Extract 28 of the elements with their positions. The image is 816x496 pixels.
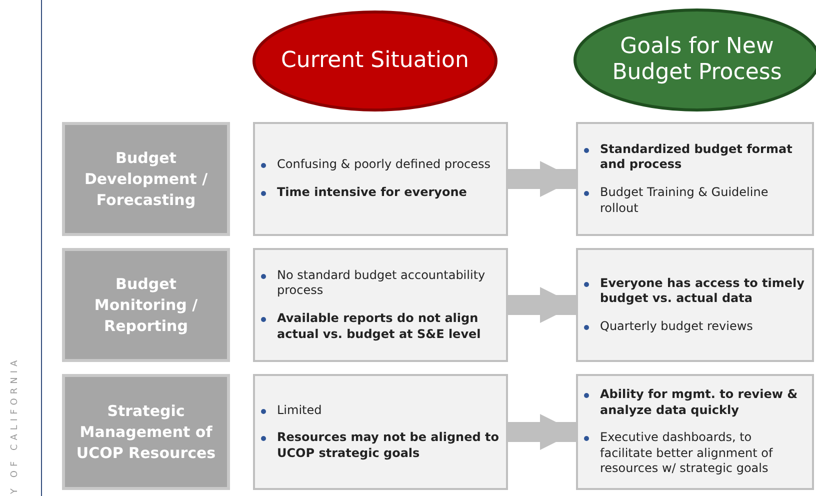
bullet-text: Confusing & poorly defined process [277, 157, 500, 173]
bullet-text: Time intensive for everyone [277, 185, 500, 201]
side-label: Y OF CALIFORNIA [10, 356, 20, 494]
row-header: Budget Monitoring / Reporting [62, 248, 230, 362]
block-arrow [508, 414, 576, 450]
heading-ellipse [252, 10, 498, 112]
bullet-box [576, 248, 814, 362]
row-header: Budget Development / Forecasting [62, 122, 230, 236]
row-header: Strategic Management of UCOP Resources [62, 374, 230, 490]
bullet-text: Executive dashboards, to facilitate better alignment of resources w/ strategic goals [600, 430, 806, 477]
bullet-text: Ability for mgmt. to review & analyze data quickly [600, 387, 806, 418]
block-arrow [508, 287, 576, 323]
bullet-box [576, 374, 814, 490]
bullet-text: Budget Training & Guideline rollout [600, 185, 806, 216]
bullet-text: Available reports do not align actual vs. budget at S&E level [277, 311, 500, 342]
bullet-box [253, 374, 508, 490]
bullet-text: Limited [277, 402, 500, 418]
heading-text: Current Situation [281, 48, 469, 74]
bullet-text: No standard budget accountability process [277, 268, 500, 299]
heading-text: Goals for New Budget Process [611, 34, 783, 86]
bullet-text: Standardized budget format and process [600, 142, 806, 173]
bullet-box [253, 248, 508, 362]
bullet-box [253, 122, 508, 236]
bullet-text: Resources may not be aligned to UCOP strategic goals [277, 430, 500, 462]
block-arrow [508, 161, 576, 197]
bullet-text: Everyone has access to timely budget vs. actual data [600, 276, 806, 307]
bullet-text: Quarterly budget reviews [600, 318, 806, 334]
bullet-box [576, 122, 814, 236]
